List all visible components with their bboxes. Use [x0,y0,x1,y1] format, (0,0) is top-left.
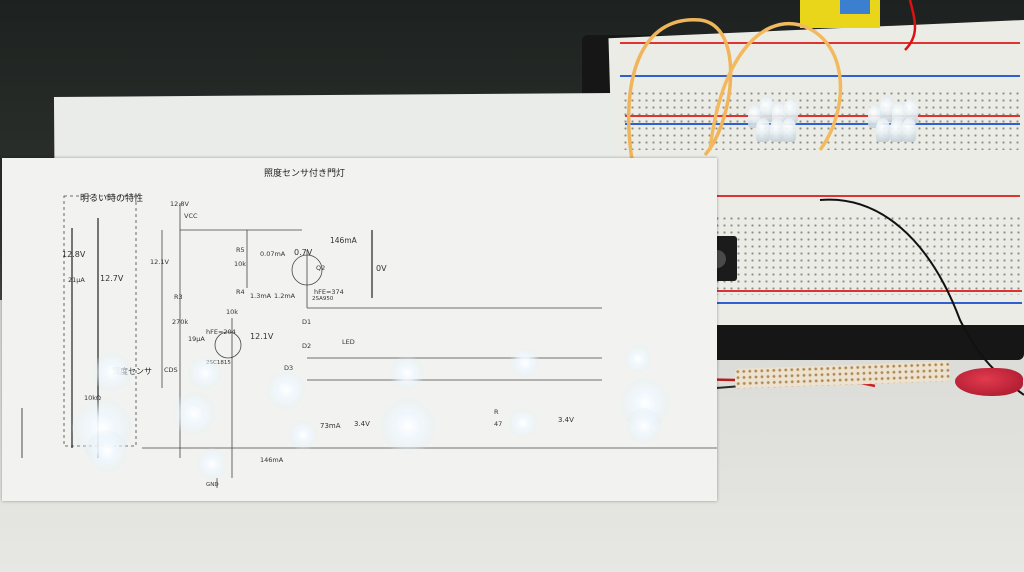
led [760,96,774,122]
led [782,118,796,142]
label-led: LED [342,338,355,346]
label-vcc: VCC [184,212,198,220]
label-19ua: 19μA [188,335,205,343]
sensor-label: 照度センサ [112,367,152,376]
lit-led-glow [626,408,662,444]
lit-led-glow [288,420,318,450]
label-146ma-bottom: 146mA [260,456,284,464]
label-r3: R3 [174,293,183,301]
label-r4: R4 [236,288,245,296]
lit-led-glow [624,345,652,373]
label-0-07ma: 0.07mA [260,250,286,258]
lit-led-glow [196,448,228,480]
lit-led-glow [172,392,216,436]
label-r-value: 47 [494,420,503,428]
led [770,118,784,142]
label-r5: R5 [236,246,245,254]
red-wire-top [904,0,917,51]
label-r3-value: 270k [172,318,189,326]
label-0-7v: 0.7V [294,248,313,257]
label-12-7v: 12.7V [100,274,124,283]
label-d1: D1 [302,318,312,326]
label-3-4v-right: 3.4V [558,416,574,424]
label-73ma: 73mA [320,422,341,430]
label-r: R [494,408,499,416]
label-1-2ma: 1.2mA [274,292,296,300]
led [756,118,770,142]
lit-led-glow [390,356,424,390]
label-q2: Q2 [316,264,326,272]
label-gnd: GND [206,482,219,488]
label-146ma: 146mA [330,236,357,245]
label-21ua: 21μA [68,276,85,284]
blue-label [840,0,870,14]
label-1-3ma: 1.3mA [250,292,272,300]
led [902,118,916,142]
led [784,98,798,124]
label-r5-value: 10k [234,260,247,268]
led [904,98,918,124]
lit-led-glow [188,356,222,390]
orange-jumper-wire-1 [626,18,733,161]
rail-red-low [625,195,1020,197]
lit-led-glow [510,348,540,378]
label-hfe-374: hFE=374 [314,288,344,296]
schematic-title: 照度センサ付き門灯 [264,169,346,179]
lit-led-glow [508,408,538,438]
label-2sa950: 2SA950 [312,296,334,302]
label-d2: D2 [302,342,312,350]
led [890,118,904,142]
label-d3: D3 [284,364,294,372]
lit-led-glow [380,398,436,454]
schematic-lines [21,195,717,488]
label-12-1v: 12.1V [150,258,169,266]
rail-red-top [620,42,1020,44]
orange-jumper-wire-2 [708,21,843,152]
breadboard-holes-top [622,90,1022,150]
lit-led-glow [266,370,306,410]
rail-blue-mid [625,123,1020,125]
rail-red-mid [625,115,1020,117]
label-hfe-204: hFE=204 [206,328,236,336]
label-cds-value: 10kΩ [84,394,102,402]
led [876,118,890,142]
label-vcc-voltage: 12.8V [170,200,189,208]
red-alligator-clip [955,368,1023,396]
rail-red-bottom [630,290,1022,292]
label-0v: 0V [376,264,387,273]
rail-blue-bottom [630,302,1022,304]
lit-led-glow [92,352,132,392]
label-12-8v: 12.8V [62,250,86,259]
led [880,96,894,122]
label-12-1v-q1: 12.1V [250,332,274,341]
label-cds: CDS [164,366,178,374]
label-3-4v: 3.4V [354,420,370,428]
rail-blue-top [620,75,1020,77]
label-r4-value: 10k [226,308,239,316]
lit-led-glow [86,430,128,472]
schematic-subtitle: 明るい時の特性 [80,194,144,204]
